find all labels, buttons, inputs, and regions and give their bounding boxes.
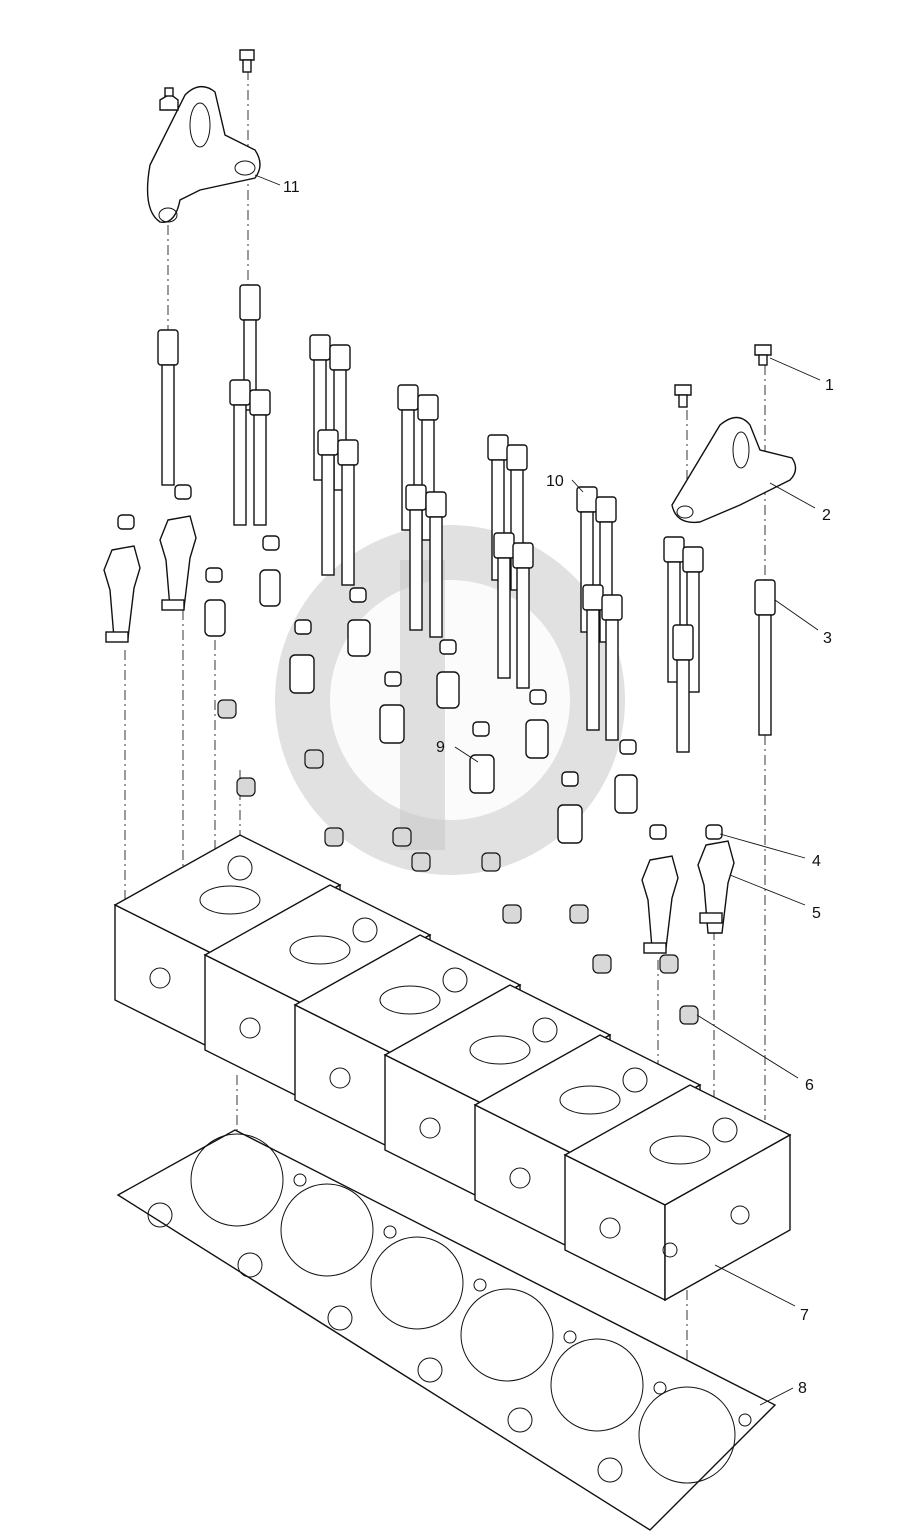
injector-clamps	[103, 515, 735, 954]
callout-4: 4	[812, 853, 821, 870]
head-gasket	[116, 1129, 777, 1531]
nuts-and-sleeves	[117, 484, 723, 844]
leader-lines	[254, 174, 821, 1406]
callout-6: 6	[805, 1077, 814, 1094]
callout-labels: 1 2 3 4 5 6 7 8 9 10 11	[283, 179, 834, 1397]
cylinder-heads	[113, 834, 792, 1302]
callout-5: 5	[812, 905, 821, 922]
lifting-bracket-right	[671, 344, 797, 524]
callout-2: 2	[822, 507, 831, 524]
head-bolts	[157, 284, 776, 753]
callout-7: 7	[800, 1307, 809, 1324]
callout-9: 9	[436, 739, 445, 756]
callout-11: 11	[283, 179, 300, 196]
callout-1: 1	[825, 377, 834, 394]
callout-10: 10	[546, 473, 564, 490]
callout-3: 3	[823, 630, 832, 647]
lifting-bracket-left	[146, 49, 261, 224]
valve-seals	[217, 699, 699, 1025]
callout-8: 8	[798, 1380, 807, 1397]
